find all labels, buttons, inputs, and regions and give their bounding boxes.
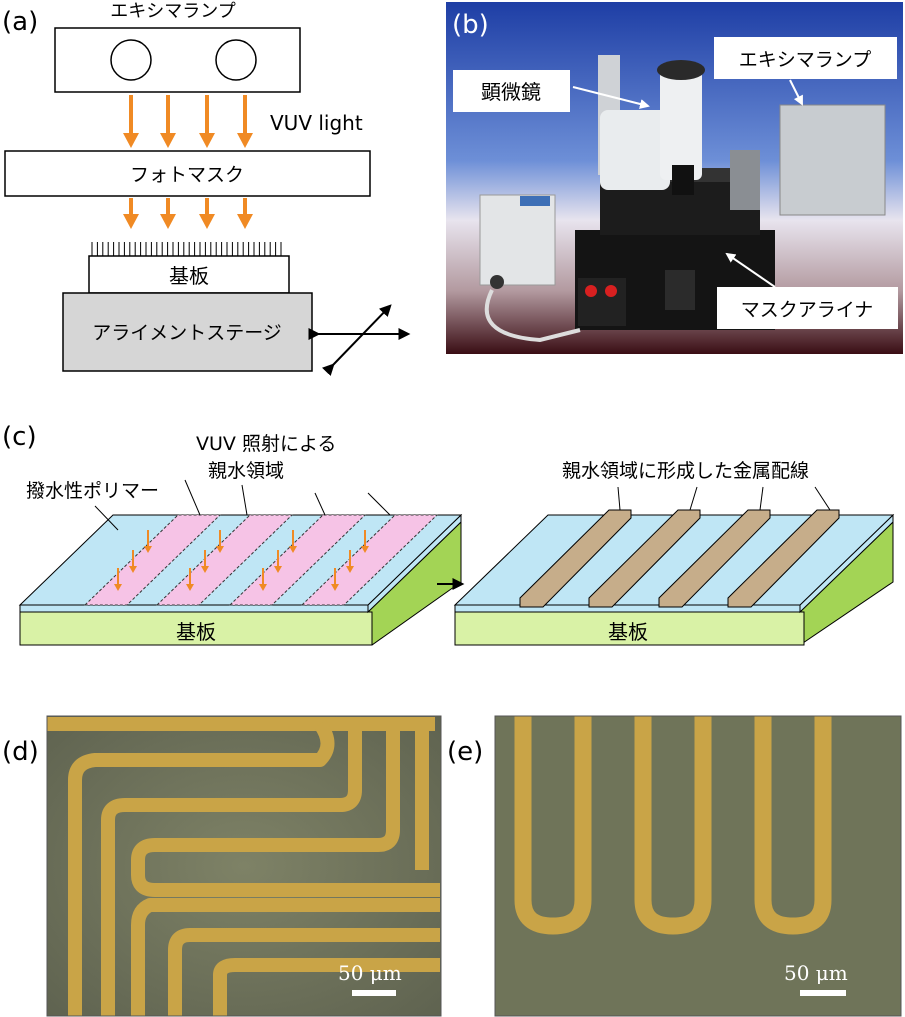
panel-d-label: (d) <box>2 737 39 767</box>
vuv-label-line2: 親水領域 <box>208 460 284 482</box>
lamp-bulb-right <box>215 39 257 81</box>
panel-c-label: (c) <box>2 422 37 452</box>
vuv-light-arrows-lower <box>123 198 253 229</box>
panel-e-overlay: (e) 50 μm <box>447 737 848 996</box>
metal-wiring-lines <box>519 509 840 608</box>
photomask-box <box>4 150 371 197</box>
substrate-label-a: 基板 <box>169 264 209 288</box>
photomask-label: フォトマスク <box>130 164 244 186</box>
panel-d-micrograph <box>46 715 442 1017</box>
panel-b-label: (b) <box>452 10 489 40</box>
vuv-light-label: VUV light <box>270 111 363 135</box>
substrate-label-c-right: 基板 <box>608 620 648 644</box>
microscope-label: 顕微鏡 <box>481 80 541 104</box>
panel-e-label: (e) <box>447 737 483 767</box>
panel-e-micrograph <box>494 715 902 1017</box>
panel-a: (a) エキシマランプ VUV light フォトマスク 基板 アライメントステ… <box>2 1 411 377</box>
vuv-irradiation-arrows <box>114 530 369 591</box>
panel-b-annotations: (b) 顕微鏡 エキシマランプ マスクアライナ <box>452 10 898 329</box>
stage-motion-arrows <box>308 304 411 377</box>
vuv-light-arrows-upper <box>123 95 253 148</box>
vuv-label-line1: VUV 照射による <box>196 433 336 455</box>
polymer-label: 撥水性ポリマー <box>26 480 159 502</box>
scale-label-d: 50 μm <box>338 961 402 985</box>
right-block: 基板 <box>453 509 895 646</box>
substrate-label-c-left: 基板 <box>176 620 216 644</box>
mask-aligner-label: マスクアライナ <box>741 299 874 321</box>
excimer-lamp-box <box>54 27 301 93</box>
excimer-lamp-label-b: エキシマランプ <box>739 49 871 71</box>
panel-c: (c) 基板 撥水性ポリマー VUV 照射による 親水領域 <box>2 422 895 646</box>
substrate-box-a <box>88 255 290 294</box>
scale-bar-d <box>352 990 396 996</box>
panel-d-overlay: (d) 50 μm <box>2 737 402 996</box>
scale-label-e: 50 μm <box>784 961 848 985</box>
alignment-stage-label: アライメントステージ <box>92 322 282 344</box>
left-block: 基板 <box>18 513 463 646</box>
lamp-bulb-left <box>110 39 152 81</box>
wiring-label: 親水領域に形成した金属配線 <box>562 460 809 482</box>
panel-a-label: (a) <box>2 7 38 37</box>
polymer-brush-lines <box>91 242 282 256</box>
excimer-lamp-label: エキシマランプ <box>110 1 235 22</box>
scale-bar-e <box>800 990 846 996</box>
